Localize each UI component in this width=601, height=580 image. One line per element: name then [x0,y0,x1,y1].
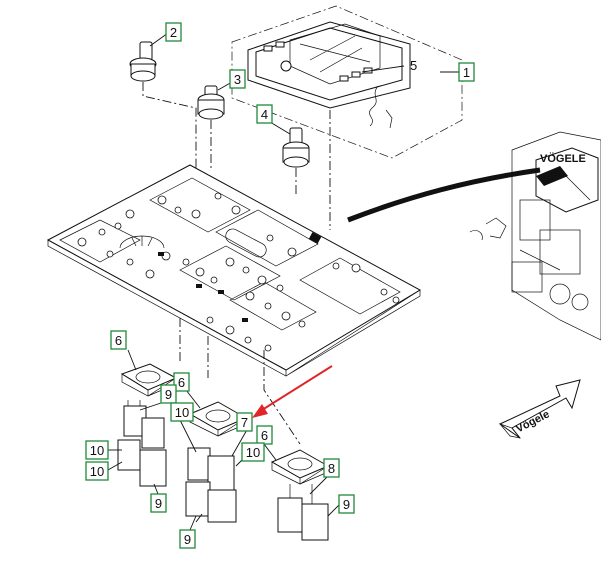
svg-text:10: 10 [246,445,260,460]
contact-blocks-right [277,484,329,541]
control-panel-plate [46,164,422,377]
rotary-switch-3 [197,81,233,120]
svg-text:6: 6 [178,375,185,390]
callout-2: 2 [165,22,182,42]
callout-9c: 9 [179,529,196,549]
callout-10b: 10 [85,440,109,460]
svg-text:3: 3 [234,72,241,87]
svg-text:9: 9 [184,532,191,547]
svg-text:8: 8 [328,461,335,476]
svg-text:4: 4 [261,107,268,122]
callout-9a: 9 [160,384,177,404]
svg-text:10: 10 [90,464,104,479]
callout-8: 8 [323,458,340,478]
red-arrow [252,365,333,418]
vogele-logo-arrow: Vögele [498,379,581,439]
machine-logo: VÖGELE [540,152,586,165]
callout-6a: 6 [110,330,127,350]
svg-text:1: 1 [463,65,470,80]
callout-9d: 9 [338,494,355,514]
callout-9b: 9 [150,493,167,513]
callout-3: 3 [229,69,246,89]
rotary-switch-2 [129,32,169,82]
callout-10a: 10 [170,402,194,422]
contact-blocks-middle [185,447,237,523]
label-5: 5 [410,58,417,73]
svg-text:9: 9 [165,387,172,402]
svg-text:7: 7 [241,415,248,430]
paver-machine: VÖGELE [469,131,601,341]
svg-text:6: 6 [261,428,268,443]
callout-4: 4 [256,104,273,124]
holder-6c [270,449,330,485]
display-unit [231,5,463,159]
callout-1: 1 [458,62,475,82]
callout-10d: 10 [241,442,265,462]
svg-text:6: 6 [115,333,122,348]
connector-pointer [347,167,541,223]
svg-text:9: 9 [343,497,350,512]
svg-text:10: 10 [90,443,104,458]
contact-blocks-left [117,400,167,487]
callout-6b: 6 [173,372,190,392]
callout-7: 7 [236,412,253,432]
callout-10c: 10 [85,461,109,481]
svg-text:2: 2 [170,25,177,40]
svg-text:10: 10 [175,405,189,420]
rotary-switch-4 [269,121,310,168]
callout-6c: 6 [256,425,273,445]
svg-text:9: 9 [155,496,162,511]
